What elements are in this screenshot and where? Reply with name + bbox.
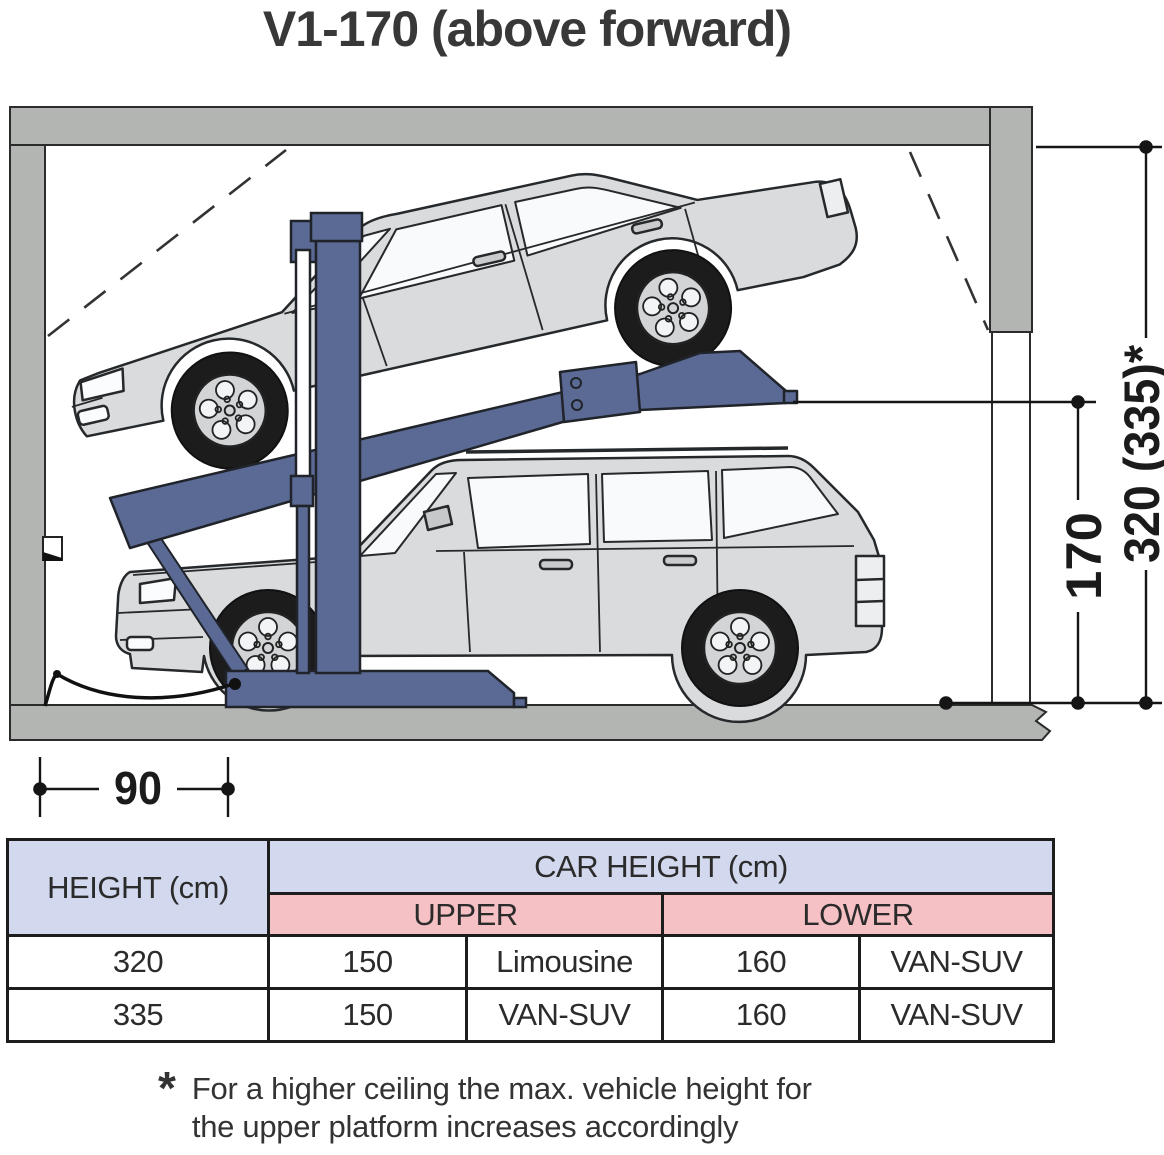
lower-car-door-handle-rear [662, 554, 698, 567]
lower-car-taillight [854, 554, 886, 628]
sub-header-upper: UPPER [267, 892, 664, 937]
hydraulic-cylinder-lower [295, 504, 311, 675]
cell-lower-height-1: 160 [661, 934, 861, 990]
upper-car-body [72, 172, 858, 438]
dim-label-wall-distance: 90 [114, 762, 162, 814]
upper-car-door-handle-front [472, 250, 507, 268]
wall-switch [42, 536, 63, 561]
lift-column-assembly [289, 211, 364, 675]
cell-upper-type-1: Limousine [465, 934, 664, 990]
platform-bracket [558, 360, 642, 424]
footnote-line-1: For a higher ceiling the max. vehicle he… [191, 1071, 812, 1106]
bracket-bolt-top [570, 377, 582, 389]
platform-tip-step [782, 389, 799, 405]
front-clearance-dashed-line [47, 148, 287, 338]
cell-upper-height-2: 150 [267, 987, 468, 1043]
left-wall [9, 106, 46, 741]
cell-lower-type-2: VAN-SUV [857, 987, 1056, 1043]
table-row: 335 150 VAN-SUV 160 VAN-SUV [6, 987, 1056, 1043]
cell-lower-height-2: 160 [661, 987, 861, 1043]
lower-car-rear-wheel [680, 588, 800, 708]
lower-car-door-handle-front [538, 558, 574, 571]
sub-header-lower: LOWER [660, 892, 1056, 937]
dimensions [33, 140, 1164, 817]
upper-car-door-handle-rear [630, 218, 664, 235]
upper-car-taillight [818, 177, 850, 219]
cell-height-1: 320 [6, 934, 270, 990]
clearance-dashed-lines [47, 148, 990, 338]
lower-car-headlight [138, 576, 178, 605]
footnote: * For a higher ceiling the max. vehicle … [158, 1062, 812, 1146]
base-plate [224, 669, 528, 709]
rear-clearance-dashed-line [908, 151, 990, 331]
bracket-bolt-bottom [571, 399, 583, 411]
cell-lower-type-1: VAN-SUV [857, 934, 1056, 990]
ceiling-wall [9, 106, 1033, 146]
floor-slab [9, 704, 1052, 741]
power-cable [43, 670, 241, 707]
col-header-height: HEIGHT (cm) [6, 838, 270, 937]
cell-height-2: 335 [6, 987, 270, 1043]
lower-car-windows [359, 466, 839, 557]
lift-column [314, 239, 362, 675]
upper-car-foglight [76, 404, 110, 426]
lower-car-mirror [422, 504, 454, 532]
dim-label-clearance: 170 [1056, 512, 1112, 600]
height-spec-table: HEIGHT (cm) CAR HEIGHT (cm) UPPER LOWER … [6, 838, 1056, 1043]
right-wall-upper [989, 106, 1033, 333]
table-row: 320 150 Limousine 160 VAN-SUV [6, 934, 1056, 990]
dim-dots [939, 140, 1153, 710]
hydraulic-collar [289, 474, 315, 508]
cell-upper-height-1: 150 [267, 934, 468, 990]
col-header-car-height: CAR HEIGHT (cm) [266, 838, 1056, 895]
dim-label-total-height: 320 (335)* [1114, 344, 1164, 563]
cell-upper-type-2: VAN-SUV [465, 987, 664, 1043]
upper-car-headlight [79, 367, 125, 402]
page-title: V1-170 (above forward) [262, 1, 792, 57]
hydraulic-rod [294, 248, 312, 482]
lower-car-roof-rail [465, 446, 789, 454]
asterisk-marker: * [158, 1062, 176, 1114]
column-top-cap [309, 211, 364, 243]
right-wall-open-section [991, 331, 1031, 706]
garage-walls [9, 106, 1052, 741]
footnote-line-2: the upper platform increases accordingly [191, 1109, 739, 1144]
lift-platform [108, 349, 799, 550]
lower-car-foglight [125, 635, 155, 652]
garage-section-drawing: 320 (335)* 170 90 [9, 106, 1164, 817]
